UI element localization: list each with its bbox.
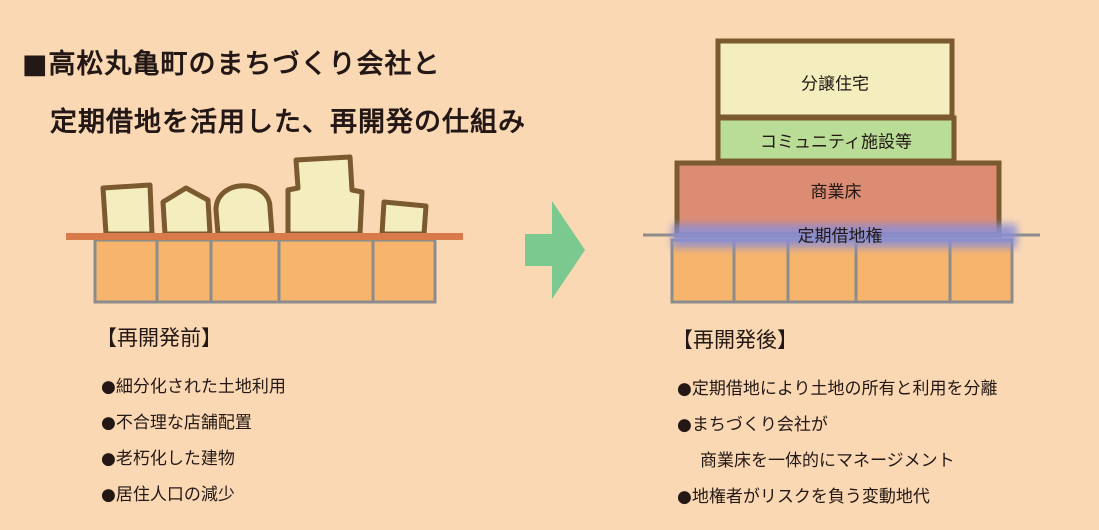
after-lots xyxy=(670,238,1014,304)
lot xyxy=(948,238,1014,304)
community-floor-label: コミュニティ施設等 xyxy=(760,132,912,153)
page-title-line2: 定期借地を活用した、再開発の仕組み xyxy=(50,107,526,138)
lot xyxy=(371,238,437,304)
housing-floor xyxy=(715,38,955,120)
lot xyxy=(209,238,281,304)
lot xyxy=(732,238,790,304)
old-building xyxy=(285,154,365,237)
old-building xyxy=(213,183,275,237)
old-building xyxy=(379,199,429,237)
before-lots xyxy=(93,238,437,304)
lease-glow xyxy=(672,224,1017,248)
after-bullet: ●まちづくり会社が xyxy=(677,415,828,435)
old-building xyxy=(100,182,155,237)
housing-floor-label: 分譲住宅 xyxy=(801,74,869,95)
old-building xyxy=(160,185,213,237)
lot xyxy=(854,238,952,304)
before-bullet: ●居住人口の減少 xyxy=(101,485,235,505)
ground-line xyxy=(66,233,463,240)
right-arrow-icon xyxy=(525,201,585,299)
old-buildings xyxy=(100,154,429,237)
lot xyxy=(670,238,736,304)
lot xyxy=(277,238,375,304)
after-bullet-continued: 商業床を一体的にマネージメント xyxy=(700,451,955,471)
after-heading: 【再開発後】 xyxy=(672,328,798,352)
before-bullet: ●不合理な店舗配置 xyxy=(101,413,252,433)
after-bullet: ●地権者がリスクを負う変動地代 xyxy=(677,487,930,507)
before-heading: 【再開発前】 xyxy=(96,326,222,350)
community-floor xyxy=(715,115,957,164)
before-illustration xyxy=(66,154,463,304)
page-title-line1: ■高松丸亀町のまちづくり会社と xyxy=(22,49,441,80)
before-bullet: ●老朽化した建物 xyxy=(101,449,235,469)
leasehold-label: 定期借地権 xyxy=(797,226,883,247)
commercial-floor-label: 商業床 xyxy=(810,182,862,203)
after-illustration xyxy=(643,38,1040,304)
commercial-floor xyxy=(674,160,1002,238)
lot xyxy=(155,238,213,304)
after-bullet: ●定期借地により土地の所有と利用を分離 xyxy=(677,379,998,399)
before-bullet: ●細分化された土地利用 xyxy=(101,377,286,397)
lot xyxy=(786,238,858,304)
lot xyxy=(93,238,159,304)
